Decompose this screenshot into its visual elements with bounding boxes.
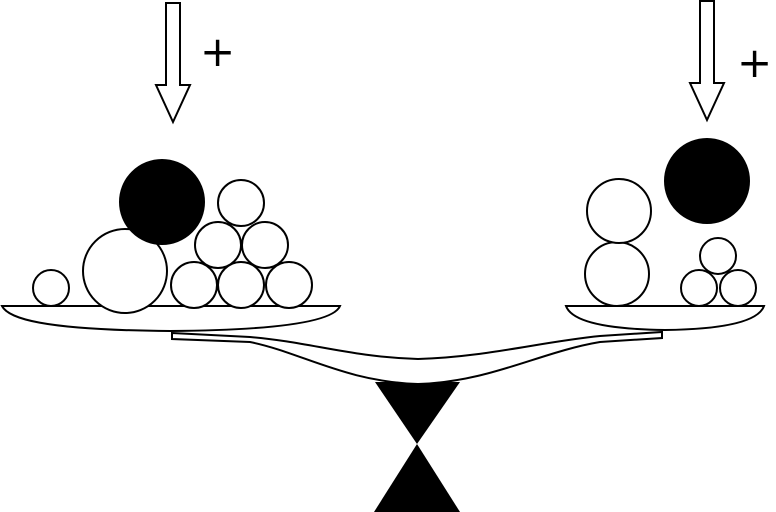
down-arrow-icon [154,2,192,125]
fulcrum-top-triangle [375,382,460,444]
right-black-ball [664,138,750,224]
left-black-ball [119,159,205,245]
left-pyramid-ball [194,221,242,269]
left-pyramid-ball [217,179,265,227]
left-pan-balls [32,159,313,314]
left-small-ball [32,269,70,307]
right-pyramid-ball [680,269,718,307]
right-pyramid-ball [719,269,757,307]
right-pan-dish [564,305,766,332]
fulcrum [374,382,460,512]
left-pan-dish [0,305,342,333]
left-pyramid-ball [217,261,265,309]
down-arrow-icon [688,0,726,123]
right-pan [564,138,766,332]
left-plus-sign: + [200,27,236,76]
right-pyramid-ball [699,237,737,275]
left-pyramid-ball [265,261,313,309]
left-large-ball [82,228,168,314]
left-pyramid-ball [170,261,218,309]
left-pyramid-ball [241,221,289,269]
right-stack-ball [586,178,652,244]
right-pan-balls [584,138,757,307]
left-pan [0,159,342,333]
right-plus-sign: + [737,38,773,87]
beam-curve [171,330,663,386]
right-stack-ball [584,241,650,307]
fulcrum-bottom-triangle [374,444,460,512]
beam [171,330,663,386]
